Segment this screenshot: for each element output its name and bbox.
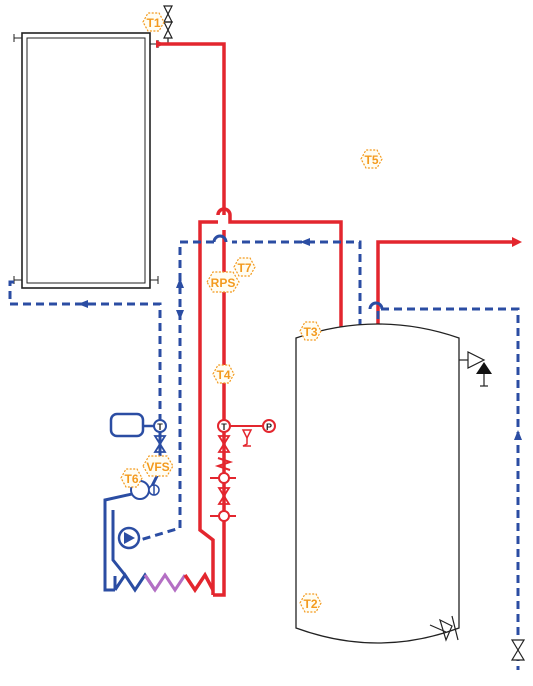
cold-water-inlet-line bbox=[368, 301, 522, 670]
svg-text:T4: T4 bbox=[216, 368, 230, 382]
sensor-t3: T3 bbox=[299, 321, 322, 341]
air-vent-valve-icon bbox=[163, 5, 173, 44]
tank-relief-valve-icon bbox=[459, 351, 492, 387]
pressure-gauge-label: P bbox=[266, 422, 272, 432]
red-temp-gauge-label: T bbox=[221, 422, 227, 432]
svg-text:T6: T6 bbox=[124, 472, 138, 486]
tank-drain-valve-icon bbox=[429, 615, 459, 642]
sensor-t4: T4 bbox=[212, 364, 235, 384]
sensor-t6: T6 bbox=[120, 468, 143, 488]
svg-text:T2: T2 bbox=[303, 597, 317, 611]
sensor-t2: T2 bbox=[299, 593, 322, 613]
sensor-t5: T5 bbox=[360, 149, 383, 169]
shutoff-valve-icon bbox=[510, 639, 526, 661]
primary-circuit-loop bbox=[103, 430, 215, 594]
pump-station-fittings bbox=[210, 419, 276, 522]
collector-return-line bbox=[8, 280, 162, 420]
circulation-pump-icon bbox=[117, 526, 141, 550]
sensor-t7: T7 bbox=[233, 257, 256, 277]
sensor-t1: T1 bbox=[142, 12, 165, 32]
blue-temp-gauge-label: T bbox=[157, 422, 163, 432]
svg-text:T3: T3 bbox=[303, 325, 317, 339]
solar-collector-icon bbox=[13, 32, 159, 289]
svg-text:VFS: VFS bbox=[146, 460, 169, 474]
blue-temp-gauge bbox=[153, 419, 167, 453]
svg-text:T1: T1 bbox=[146, 16, 160, 30]
solar-supply-line bbox=[156, 40, 346, 597]
hot-water-outlet-line bbox=[376, 237, 522, 332]
svg-text:T7: T7 bbox=[237, 261, 251, 275]
sensor-rps: RPS bbox=[206, 271, 240, 293]
sensor-vfs: VFS bbox=[142, 455, 174, 477]
svg-text:T5: T5 bbox=[364, 153, 378, 167]
expansion-vessel-icon bbox=[109, 412, 154, 438]
svg-text:RPS: RPS bbox=[211, 276, 236, 290]
storage-tank-icon bbox=[295, 323, 460, 644]
